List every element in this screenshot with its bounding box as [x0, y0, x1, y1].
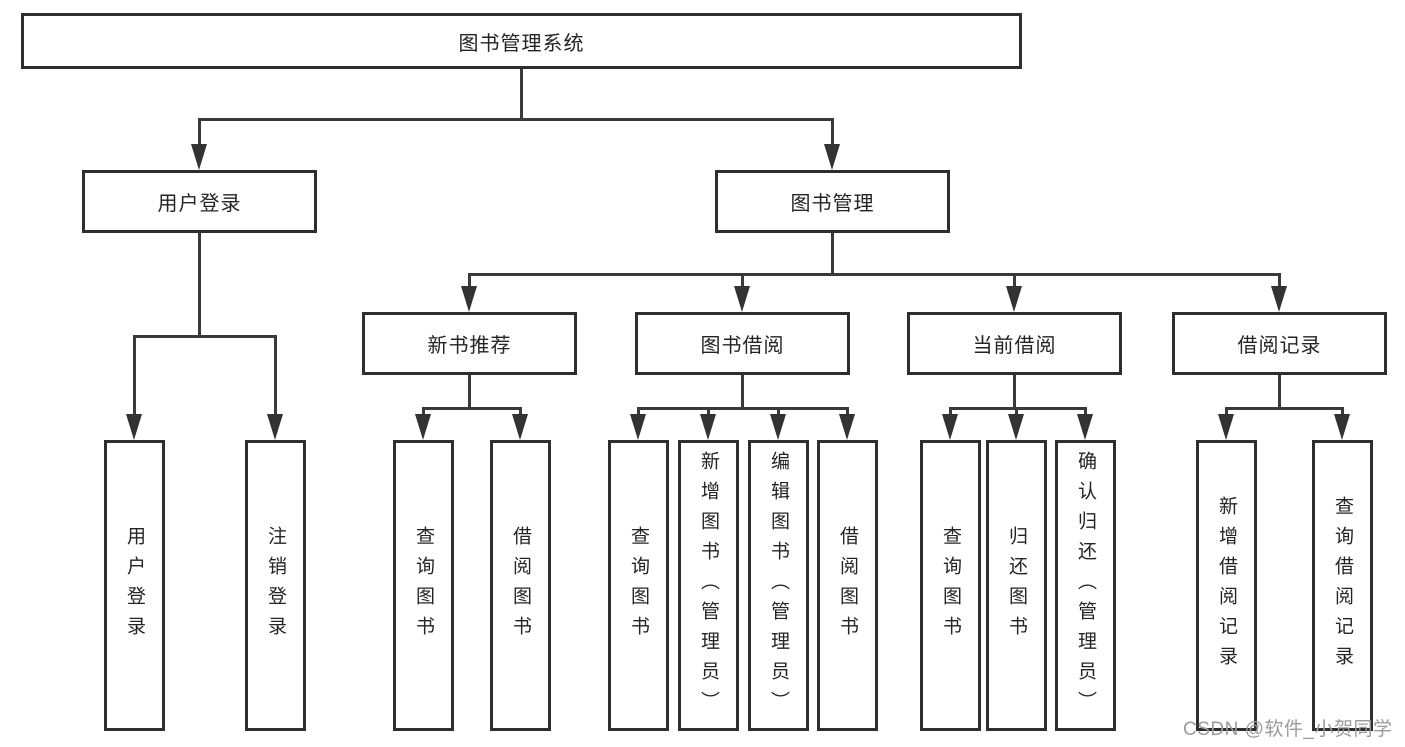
node-leaf-cb-query-books-label: 查询图书 — [940, 525, 961, 646]
node-root-label: 图书管理系统 — [458, 32, 585, 55]
node-leaf-bb-edit-books-admin-label: 编辑图书（管理员） — [768, 450, 789, 721]
arrowhead-cb-return — [1008, 414, 1024, 440]
arrowhead-leaf-logout — [267, 414, 283, 440]
arrowhead-br-add — [1218, 414, 1234, 440]
arrowhead-bb-add — [700, 414, 716, 440]
connector-stem-leaf-logout — [274, 335, 277, 414]
node-book-management: 图书管理 — [715, 170, 950, 233]
connector-stem-cb-confirm — [1084, 407, 1087, 414]
node-leaf-cb-return-books: 归还图书 — [986, 440, 1047, 731]
arrowhead-borrow-records — [1271, 286, 1287, 312]
connector-stem-new-book — [468, 273, 471, 286]
node-leaf-bb-query-books: 查询图书 — [608, 440, 669, 731]
connector-new-book-stub — [468, 375, 471, 407]
node-leaf-bb-add-books-admin-label: 新增图书（管理员） — [698, 450, 719, 721]
connector-stem-current-borrow — [1013, 273, 1016, 286]
node-leaf-cb-confirm-return-admin: 确认归还（管理员） — [1055, 440, 1116, 731]
node-leaf-nb-borrow-books: 借阅图书 — [490, 440, 551, 731]
node-leaf-cb-return-books-label: 归还图书 — [1006, 525, 1027, 646]
node-borrow-records-label: 借阅记录 — [1237, 335, 1322, 357]
arrowhead-user-login — [191, 144, 207, 170]
arrowhead-new-book — [461, 286, 477, 312]
node-borrow-records: 借阅记录 — [1172, 312, 1387, 375]
connector-book-management-stub — [831, 233, 834, 273]
connector-level2-rail — [468, 273, 1281, 276]
node-leaf-logout: 注销登录 — [245, 440, 306, 731]
connector-stem-cb-return — [1015, 407, 1018, 414]
connector-stem-nb-borrow — [519, 407, 522, 414]
node-leaf-user-login-label: 用户登录 — [124, 525, 145, 646]
connector-new-book-rail — [422, 407, 522, 410]
node-leaf-user-login: 用户登录 — [104, 440, 165, 731]
connector-stem-bb-edit — [777, 407, 780, 414]
node-book-borrow-label: 图书借阅 — [700, 335, 785, 357]
arrowhead-leaf-login — [126, 414, 142, 440]
connector-borrow-records-rail — [1225, 407, 1344, 410]
node-new-book-recommend-label: 新书推荐 — [427, 335, 512, 357]
node-leaf-bb-add-books-admin: 新增图书（管理员） — [678, 440, 739, 731]
node-user-login: 用户登录 — [82, 170, 317, 233]
node-leaf-nb-query-books: 查询图书 — [393, 440, 454, 731]
arrowhead-bb-edit — [770, 414, 786, 440]
node-leaf-bb-borrow-books-label: 借阅图书 — [837, 525, 858, 646]
connector-stem-br-add — [1225, 407, 1228, 414]
connector-stem-book-management — [831, 118, 834, 144]
node-leaf-cb-query-books: 查询图书 — [920, 440, 981, 731]
node-new-book-recommend: 新书推荐 — [362, 312, 577, 375]
connector-current-borrow-stub — [1013, 375, 1016, 407]
arrowhead-book-management — [824, 144, 840, 170]
node-leaf-bb-edit-books-admin: 编辑图书（管理员） — [748, 440, 809, 731]
node-leaf-br-query-record: 查询借阅记录 — [1312, 440, 1373, 731]
csdn-watermark: CSDN @软件_小贺同学 — [1183, 719, 1393, 740]
node-leaf-br-add-record: 新增借阅记录 — [1196, 440, 1257, 731]
connector-user-login-rail — [133, 335, 277, 338]
node-leaf-logout-label: 注销登录 — [265, 525, 286, 646]
node-book-management-label: 图书管理 — [790, 193, 875, 215]
arrowhead-cb-query — [942, 414, 958, 440]
node-current-borrow: 当前借阅 — [907, 312, 1122, 375]
arrowhead-book-borrow — [734, 286, 750, 312]
node-book-borrow: 图书借阅 — [635, 312, 850, 375]
connector-stem-user-login — [198, 118, 201, 144]
connector-root-stub — [520, 69, 523, 118]
node-root: 图书管理系统 — [21, 13, 1022, 69]
node-leaf-bb-borrow-books: 借阅图书 — [817, 440, 878, 731]
connector-book-borrow-rail — [637, 407, 849, 410]
connector-stem-bb-query — [637, 407, 640, 414]
node-user-login-label: 用户登录 — [157, 193, 242, 215]
connector-level1-rail — [198, 118, 834, 121]
connector-stem-bb-borrow — [846, 407, 849, 414]
node-current-borrow-label: 当前借阅 — [972, 335, 1057, 357]
connector-stem-bb-add — [707, 407, 710, 414]
arrowhead-nb-query — [415, 414, 431, 440]
connector-borrow-records-stub — [1278, 375, 1281, 407]
connector-book-borrow-stub — [741, 375, 744, 407]
arrowhead-bb-query — [630, 414, 646, 440]
arrowhead-current-borrow — [1006, 286, 1022, 312]
node-leaf-bb-query-books-label: 查询图书 — [628, 525, 649, 646]
connector-stem-br-query — [1341, 407, 1344, 414]
node-leaf-nb-query-books-label: 查询图书 — [413, 525, 434, 646]
arrowhead-bb-borrow — [839, 414, 855, 440]
arrowhead-nb-borrow — [512, 414, 528, 440]
connector-current-borrow-rail — [949, 407, 1087, 410]
connector-user-login-stub — [198, 233, 201, 335]
node-leaf-cb-confirm-return-admin-label: 确认归还（管理员） — [1075, 450, 1096, 721]
arrowhead-cb-confirm — [1077, 414, 1093, 440]
connector-stem-book-borrow — [741, 273, 744, 286]
node-leaf-nb-borrow-books-label: 借阅图书 — [510, 525, 531, 646]
node-leaf-br-add-record-label: 新增借阅记录 — [1216, 495, 1237, 676]
node-leaf-br-query-record-label: 查询借阅记录 — [1332, 495, 1353, 676]
arrowhead-br-query — [1334, 414, 1350, 440]
connector-stem-cb-query — [949, 407, 952, 414]
connector-stem-leaf-login — [133, 335, 136, 414]
connector-stem-borrow-records — [1278, 273, 1281, 286]
connector-stem-nb-query — [422, 407, 425, 414]
